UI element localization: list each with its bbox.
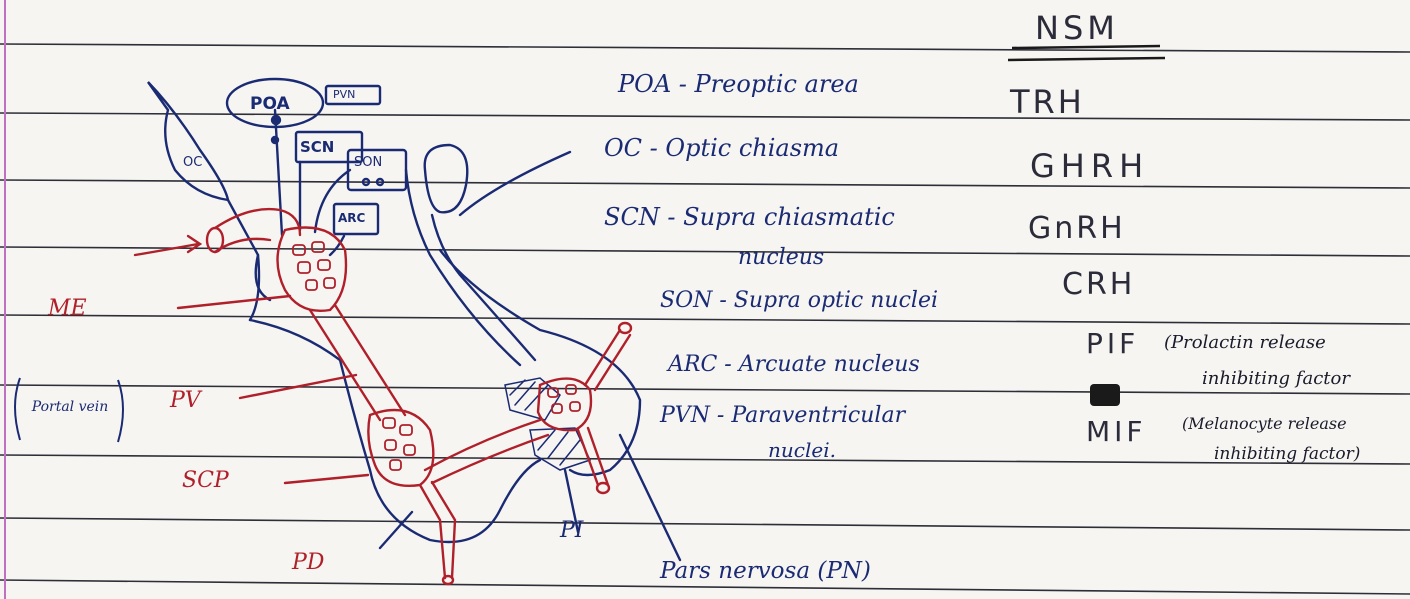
label-scp: SCP: [182, 470, 229, 492]
inflow-arrow: [135, 244, 198, 255]
abbr-pvn-cont: nuclei.: [768, 440, 836, 460]
hormone-crh: CRH: [1062, 270, 1135, 300]
page-title: NSM: [1035, 12, 1119, 44]
ventricle-shape: [425, 145, 468, 212]
hormone-mif-desc-2: inhibiting factor): [1214, 446, 1360, 463]
abbr-oc: OC - Optic chiasma: [604, 136, 839, 160]
abbr-scn: SCN - Supra chiasmatic: [604, 205, 895, 229]
scp-capillaries: [383, 418, 415, 470]
hormone-pif-desc: (Prolactin release: [1164, 334, 1326, 352]
hormone-ghrh: GHRH: [1030, 150, 1149, 182]
median-eminence: [278, 228, 347, 311]
label-arc: ARC: [338, 212, 365, 224]
ruled-lines: [0, 44, 1410, 594]
hormone-gnrh: GnRH: [1028, 214, 1126, 244]
optic-chiasma-shape: [148, 82, 228, 200]
hormone-mif-desc: (Melanocyte release: [1182, 416, 1347, 432]
hormone-pif-desc-2: inhibiting factor: [1202, 370, 1350, 388]
label-pd: PD: [292, 552, 324, 574]
label-me: ME: [48, 298, 87, 320]
label-poa: POA: [250, 96, 290, 113]
hormone-mif: MIF: [1086, 418, 1147, 446]
hormone-pif: PIF: [1086, 330, 1139, 358]
title-underline: [1008, 46, 1165, 60]
label-scn: SCN: [300, 140, 334, 155]
abbr-pvn: PVN - Paraventricular: [660, 405, 905, 427]
abbr-poa: POA - Preoptic area: [618, 72, 859, 96]
scribble-mark: [1090, 384, 1120, 406]
hormone-trh: TRH: [1010, 86, 1085, 118]
abbr-scn-cont: nucleus: [738, 247, 824, 269]
label-pvn: PVN: [333, 89, 355, 100]
portal-system: [135, 209, 631, 584]
abbr-son: SON - Supra optic nuclei: [660, 290, 938, 312]
label-portal-vein: Portal vein: [24, 398, 116, 416]
label-son: SON: [354, 156, 382, 169]
pituitary-outline: [250, 320, 540, 542]
abbr-arc: ARC - Arcuate nucleus: [668, 354, 920, 376]
label-pars-nervosa: Pars nervosa (PN): [660, 560, 871, 583]
me-pointer: [178, 296, 290, 308]
label-pv: PV: [170, 390, 201, 412]
label-oc: OC: [183, 156, 202, 169]
label-pi: PI: [560, 520, 584, 542]
scp-pointer: [285, 475, 368, 483]
secondary-plexus: [368, 410, 433, 486]
